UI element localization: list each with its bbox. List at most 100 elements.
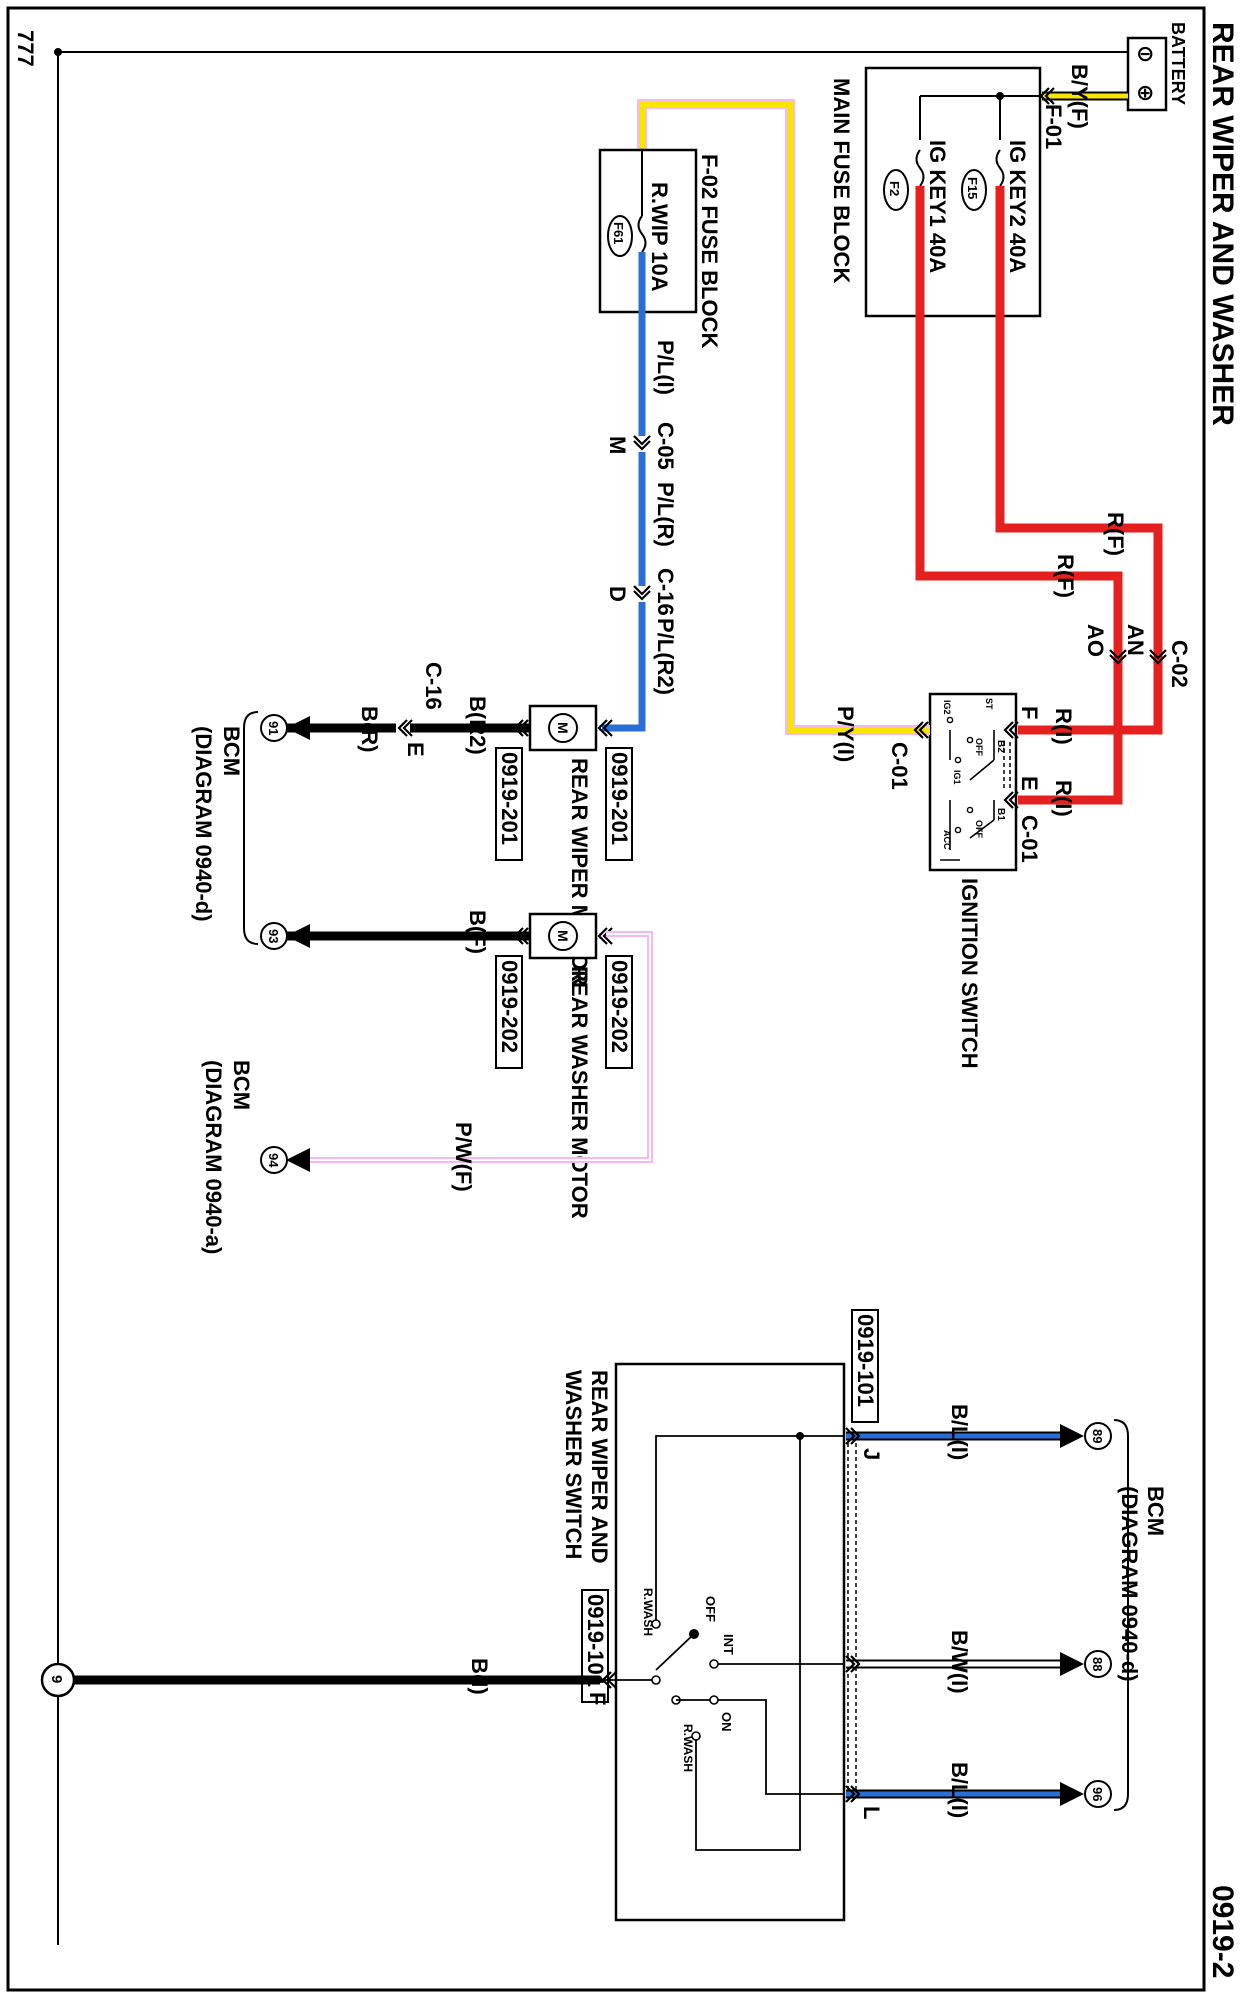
bcm-pin-91: 91 (266, 721, 281, 735)
ignition-switch-label: IGNITION SWITCH (957, 878, 982, 1069)
bcm-pin-94-badge (260, 1146, 288, 1174)
f61-fuse-label: R.WIP 10A (647, 182, 672, 292)
ig-contact (966, 806, 974, 814)
ig-terminal-st: ST (984, 698, 994, 710)
washer-out-wire-label: B(F) (465, 910, 490, 954)
switch-pos-on: ON (719, 1712, 734, 1732)
wiper-c16-label: C-16 (421, 662, 446, 710)
switch-label-line2: WASHER SWITCH (561, 1370, 586, 1559)
fuse-f15-label: IG KEY2 40A (1005, 140, 1030, 273)
pin-d-label: D (605, 586, 630, 602)
rear-wiper-motor-icon (548, 713, 578, 743)
switch-contact-rwash1 (651, 1619, 661, 1629)
rear-washer-ref-top-box (605, 955, 633, 1069)
ig-contact (966, 736, 974, 744)
ig-terminal-b2: B2 (995, 740, 1006, 753)
rear-wiper-ref-top-box (605, 747, 633, 861)
bcm-upper-label: BCM (1143, 1486, 1168, 1536)
battery-wire-label: B/Y(F) (1067, 64, 1092, 129)
red-wire-label-1: R(F) (1103, 512, 1128, 556)
connector-c16-label: C-16 (653, 568, 678, 616)
ignition-internal (940, 730, 995, 861)
bcm-pin-94-arrow-icon (286, 1148, 310, 1172)
red-wire-group (915, 186, 1163, 805)
ig-contact (954, 756, 962, 764)
pin-an-label: AN (1123, 624, 1148, 656)
switch-pin-l: L (859, 1806, 884, 1819)
wiper-bcm-wire-label: B(R) (357, 706, 382, 752)
bcm-pin-89-badge (1084, 1422, 1112, 1450)
bcm-pin-91-arrow-icon (286, 716, 310, 740)
switch-contact-rwash2 (691, 1731, 701, 1741)
fuse-f2-label: IG KEY1 40A (925, 140, 950, 273)
page-number: 0919-2 (1206, 1885, 1239, 1978)
switch-pos-off: OFF (703, 1596, 718, 1622)
rear-washer-motor-symbol: M (555, 930, 571, 942)
battery-plus-icon: ⊕ (1136, 80, 1154, 105)
blue-wire-label-pl-r2: P/L(R2) (653, 618, 678, 695)
switch-pos-rwash2: R.WASH (681, 1724, 695, 1772)
bcm-pin-89-arrow-icon (1060, 1424, 1084, 1448)
ig-terminal-ig2: IG2 (942, 700, 952, 715)
bcm-pin-93-badge (260, 922, 288, 950)
switch-wire-mid-label: B/W(I) (947, 1630, 972, 1694)
bcm-lower2-ref: (DIAGRAM 0940-a) (201, 1060, 226, 1254)
blue-wire-label-pl-r: P/L(R) (653, 482, 678, 547)
rear-washer-ref-top: 0919-202 (607, 960, 632, 1053)
switch-ref-right-box (851, 1309, 879, 1423)
ignition-pin-e: E (1017, 776, 1042, 791)
blue-wire-label-pl-i: P/L(I) (653, 340, 678, 395)
bcm-lower-bracket (243, 711, 259, 945)
ignition-connector-top: C-01 (1017, 815, 1042, 863)
yellow-wire-label: P/Y(I) (833, 706, 858, 762)
f61-id-badge (607, 215, 633, 257)
switch-node (796, 1432, 804, 1440)
bcm-pin-91-badge (260, 714, 288, 742)
bcm-pin-94: 94 (266, 1153, 281, 1168)
bcm-pin-96-badge (1084, 1780, 1112, 1808)
bcm-pin-88-arrow-icon (1060, 1652, 1084, 1676)
switch-contact-on (709, 1695, 719, 1705)
ground-pin-9-badge (40, 1662, 76, 1698)
switch-pos-rwash1: R.WASH (641, 1588, 655, 1636)
switch-contact-off (689, 1629, 699, 1639)
red-wire-label-2: R(F) (1053, 554, 1078, 598)
red-wire-label-4: R(I) (1051, 780, 1076, 817)
rear-wiper-ref-bottom: 0919-201 (497, 752, 522, 845)
rear-wiper-motor-symbol: M (555, 722, 571, 734)
rear-wiper-ref-bottom-box (495, 747, 523, 861)
battery-minus-icon: ⊖ (1136, 41, 1154, 66)
bcm-upper-ref: (DIAGRAM 0940-d) (1117, 1486, 1142, 1682)
battery-label: BATTERY (1168, 22, 1188, 105)
main-fuse-bus-node (996, 92, 1004, 100)
switch-pivot-1 (651, 1675, 661, 1685)
diagram-border (6, 6, 1206, 1992)
switch-label-line1: REAR WIPER AND (587, 1370, 612, 1564)
rear-wiper-washer-switch (614, 1362, 846, 1922)
connector-c05-label: C-05 (653, 422, 678, 470)
bcm-pin-96-arrow-icon (1060, 1782, 1084, 1806)
pink-wire-core (300, 933, 651, 1161)
main-fuse-connector-label: F-01 (1041, 104, 1066, 149)
pink-wire-label: P/W(F) (451, 1122, 476, 1192)
ig-terminal-ig1: IG1 (952, 770, 962, 785)
switch-wire-l-label: B/L(I) (947, 1762, 972, 1818)
switch-pin-j: J (859, 1448, 884, 1460)
fuse-f2-id: F2 (887, 181, 902, 196)
wiper-out-wire-label: B(R2) (465, 696, 490, 755)
ig-contact (954, 826, 962, 834)
rear-washer-motor-icon (548, 921, 578, 951)
battery (1126, 36, 1168, 112)
switch-contact-int (709, 1659, 719, 1669)
main-fuse-block-label: MAIN FUSE BLOCK (829, 78, 854, 283)
fuse-f15-id: F15 (965, 177, 980, 199)
ig-terminal-b1: B1 (995, 808, 1006, 821)
rear-washer-ref-bottom: 0919-202 (497, 960, 522, 1053)
bcm-lower2-label: BCM (229, 1060, 254, 1110)
pin-ao-label: AO (1083, 624, 1108, 657)
wiper-pin-e-label: E (403, 742, 428, 757)
bcm-lower-label: BCM (219, 726, 244, 776)
bcm-pin-89: 89 (1090, 1429, 1105, 1443)
fuse-block-f02-label: F-02 FUSE BLOCK (697, 154, 722, 348)
